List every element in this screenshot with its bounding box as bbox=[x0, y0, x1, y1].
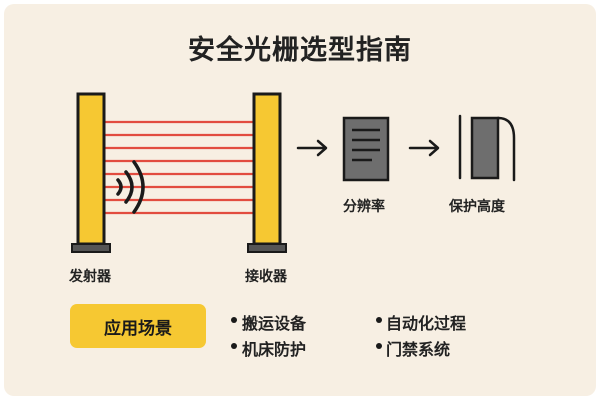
protection-height-label: 保护高度 bbox=[449, 199, 505, 215]
receiver-label: 接收器 bbox=[245, 269, 287, 285]
resolution-label: 分辨率 bbox=[343, 199, 385, 215]
arrow-right-icon bbox=[296, 139, 328, 157]
application-item: 自动化过程 bbox=[386, 314, 467, 333]
application-item: 门禁系统 bbox=[386, 340, 451, 359]
receiver-bar bbox=[247, 92, 287, 253]
emitter-bar bbox=[71, 92, 111, 253]
height-gauge-icon bbox=[458, 114, 516, 182]
signal-wave-icon bbox=[116, 160, 145, 214]
document-icon bbox=[342, 116, 390, 182]
arrow-right-icon bbox=[408, 139, 440, 157]
emitter-label: 发射器 bbox=[69, 269, 111, 285]
applications-badge: 应用场景 bbox=[70, 304, 206, 348]
application-item: 搬运设备 bbox=[242, 314, 307, 333]
application-item: 机床防护 bbox=[242, 340, 307, 359]
bullet-dots bbox=[231, 317, 382, 349]
page-title: 安全光栅选型指南 bbox=[188, 35, 412, 66]
